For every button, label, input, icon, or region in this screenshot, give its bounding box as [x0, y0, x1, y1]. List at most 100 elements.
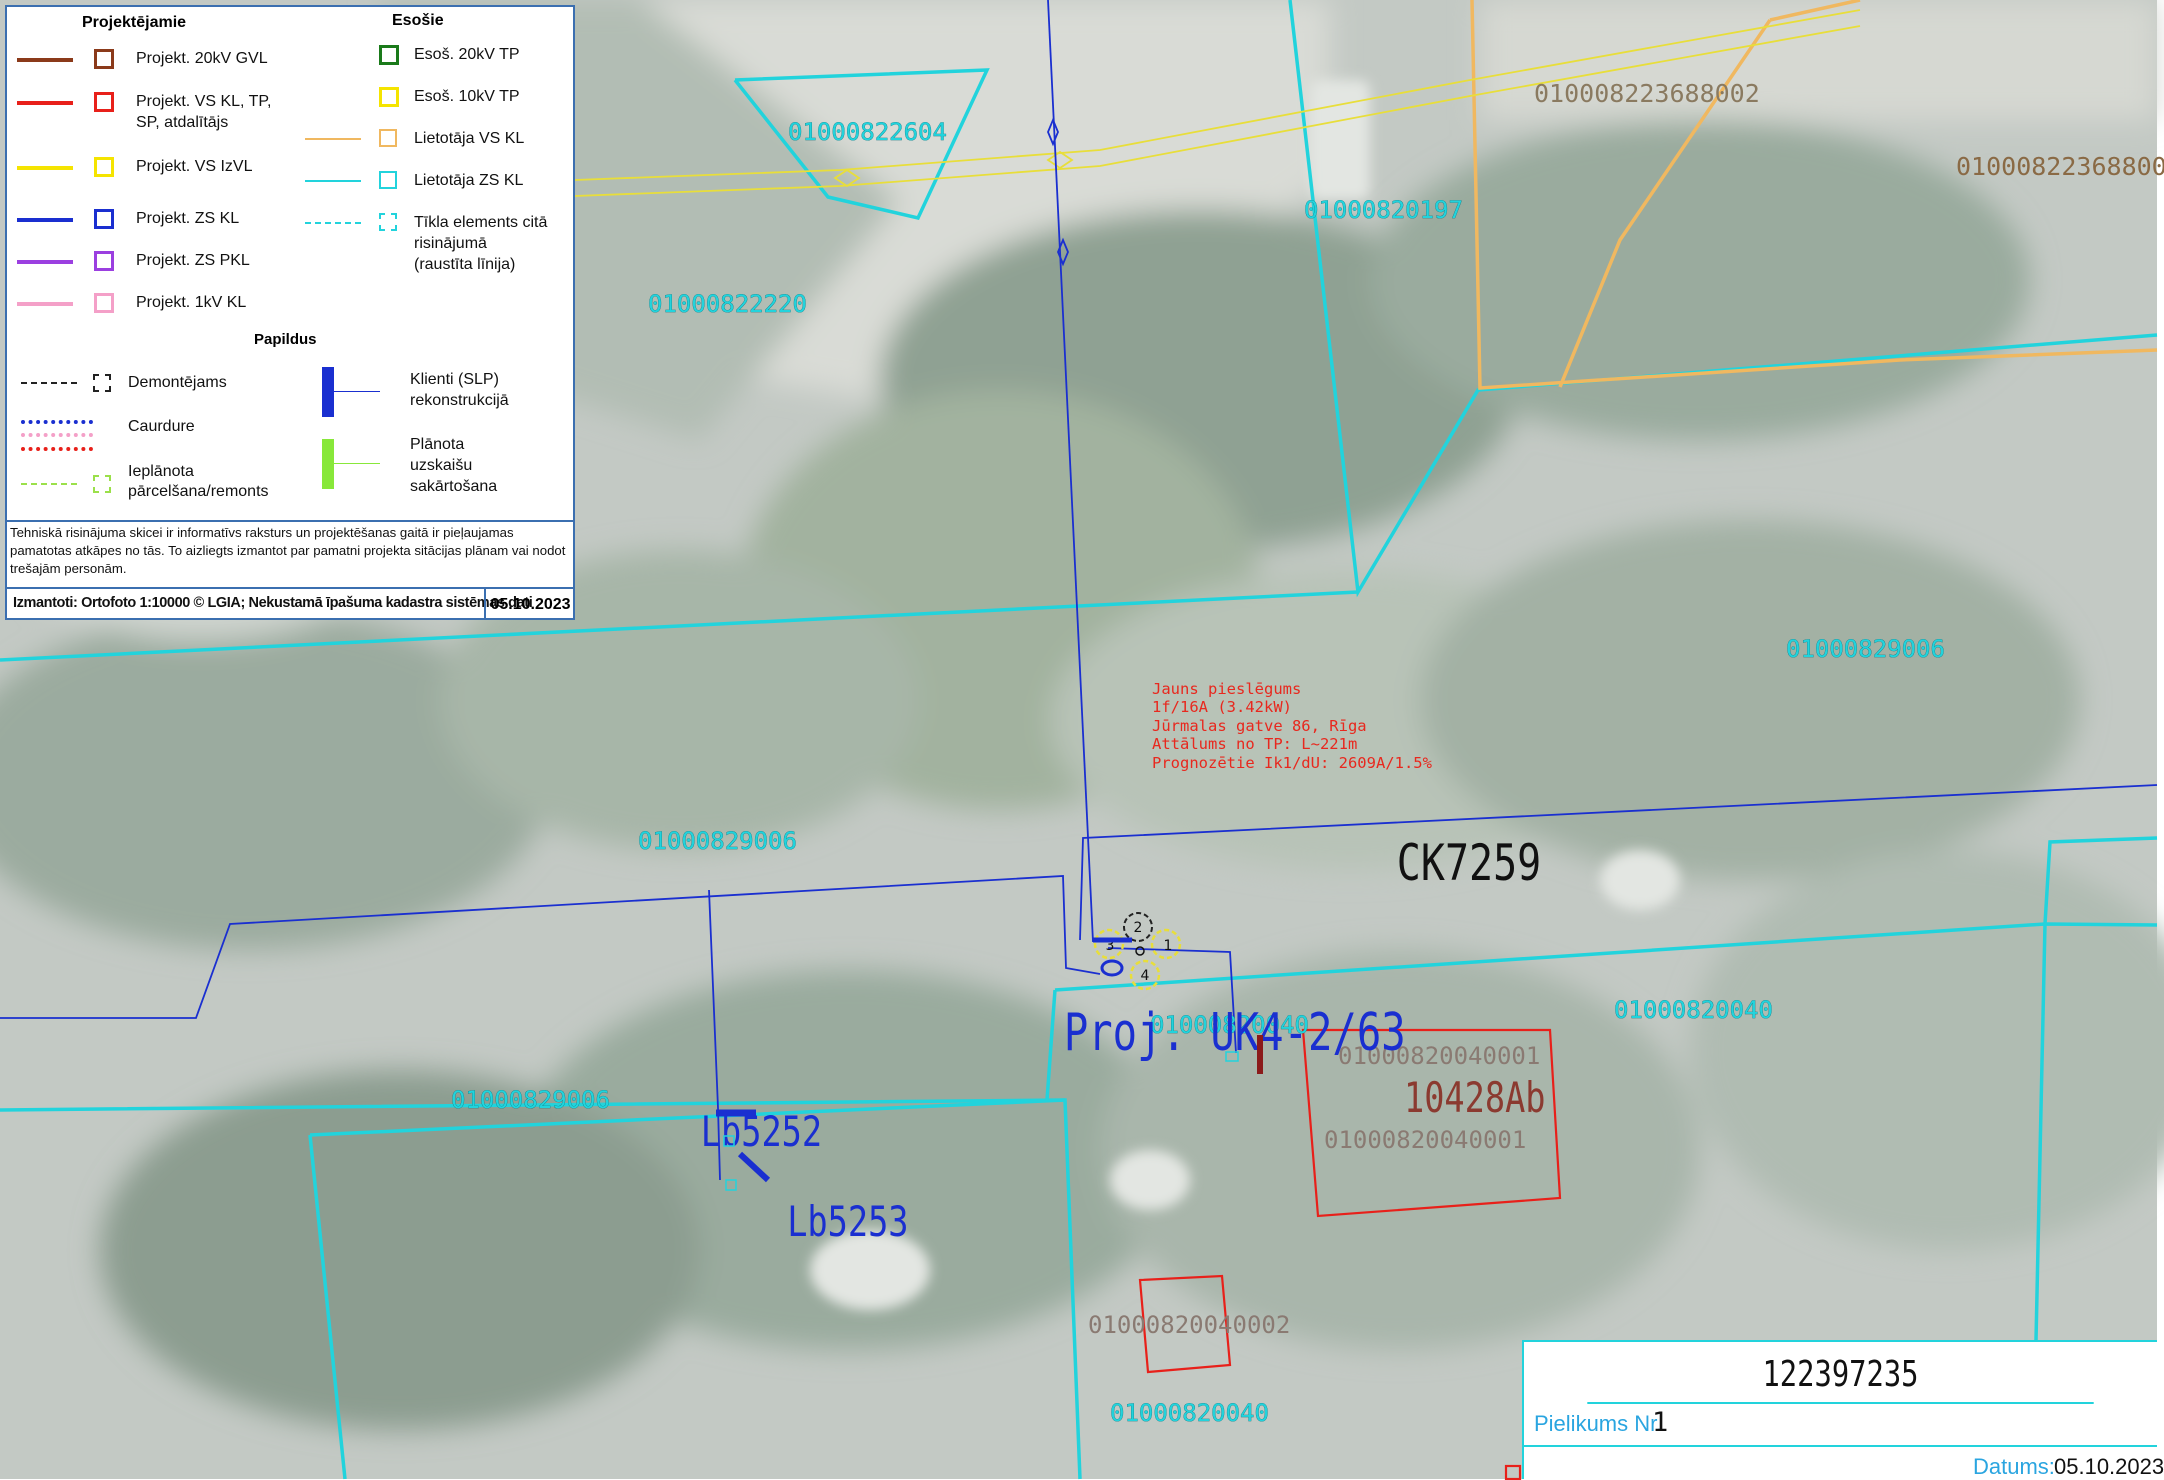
parcel-label: 01000820040	[1614, 996, 1773, 1024]
legend-label: Lietotāja VS KL	[414, 130, 525, 147]
legend-label: Projekt. ZS KL	[136, 210, 240, 227]
legend-box-swatch	[94, 209, 114, 229]
legend-label: Esoš. 10kV TP	[414, 88, 520, 105]
legend-date: 05.10.2023	[484, 589, 575, 620]
legend-line-swatch	[17, 218, 73, 222]
legend-box-swatch	[94, 293, 114, 313]
legend-line-swatch	[21, 447, 93, 451]
parcel-label: 01000822368800	[1956, 152, 2164, 181]
legend-box-swatch	[379, 213, 397, 231]
legend-line-swatch	[21, 382, 77, 384]
note-line: Prognozētie Ik1/dU: 2609A/1.5%	[1152, 754, 1433, 772]
legend-label: Projekt. VS IzVL	[136, 158, 253, 175]
parcel-label: 01000829006	[638, 827, 797, 855]
station-label: CK7259	[1397, 834, 1541, 893]
legend-line-swatch	[334, 391, 380, 392]
legend-label: Tīkla elements citā	[414, 214, 548, 231]
connection-note: Jauns pieslēgums 1f/16A (3.42kW) Jūrmala…	[1152, 680, 1433, 772]
parcel-label: 01000822220	[648, 290, 807, 318]
parcel-label: 010008223688002	[1534, 79, 1760, 108]
legend-label: Projekt. ZS PKL	[136, 252, 250, 269]
parcel-label: 01000820040	[1150, 1011, 1309, 1039]
building-label: 01000820040001	[1338, 1042, 1540, 1070]
legend-heading-additional: Papildus	[254, 331, 317, 348]
legend-label: Lietotāja ZS KL	[414, 172, 524, 189]
meter-label: 10428Ab	[1404, 1073, 1546, 1122]
legend-label: (raustīta līnija)	[414, 256, 516, 273]
legend-label: rekonstrukcijā	[410, 392, 509, 409]
legend-label: pārcelšana/remonts	[128, 483, 269, 500]
legend-box-swatch	[379, 87, 399, 107]
project-box-label: Proj. UK4-2/63	[1064, 1002, 1406, 1062]
legend-label: uzskaišu	[410, 457, 473, 474]
note-line: Jūrmalas gatve 86, Rīga	[1152, 717, 1367, 735]
document-number: 122397235	[1587, 1342, 2094, 1404]
annex-number: 1	[1652, 1407, 1669, 1438]
legend-box-swatch	[94, 92, 114, 112]
annex-row: Pielikums Nr. 1	[1524, 1402, 2157, 1447]
legend-label: Ieplānota	[128, 463, 194, 480]
legend-label: Projekt. 20kV GVL	[136, 50, 268, 67]
legend-label: Esoš. 20kV TP	[414, 46, 520, 63]
node-number: 2	[1134, 920, 1143, 936]
legend-label: Caurdure	[128, 418, 195, 435]
legend-box-swatch	[94, 49, 114, 69]
legend-line-swatch	[17, 101, 73, 105]
legend-label: sakārtošana	[410, 478, 498, 495]
parcel-label: 01000829006	[1786, 635, 1945, 663]
legend-label: risinājumā	[414, 235, 487, 252]
note-line: 1f/16A (3.42kW)	[1152, 698, 1292, 716]
user-vs-cable	[1470, 0, 2158, 390]
node-number: 3	[1106, 938, 1115, 954]
building-label: 01000820040001	[1324, 1126, 1526, 1154]
map-legend: Projektējamie Esošie Projekt. 20kV GVL P…	[5, 5, 575, 620]
parcel-label: 01000829006	[451, 1086, 610, 1114]
legend-line-swatch	[17, 58, 73, 62]
legend-box-swatch	[94, 157, 114, 177]
legend-label: Demontējams	[128, 374, 227, 391]
legend-line-swatch	[21, 420, 93, 424]
legend-label: Projekt. 1kV KL	[136, 294, 247, 311]
legend-box-swatch	[93, 475, 111, 493]
parcel-label: 01000820040	[1110, 1399, 1269, 1427]
document-date: 05.10.2023	[2054, 1454, 2164, 1479]
legend-heading-projected: Projektējamie	[82, 14, 187, 31]
legend-box-swatch	[379, 45, 399, 65]
legend-line-swatch	[17, 260, 73, 264]
parcel-label: 01000822604	[788, 118, 947, 146]
node-number: 1	[1164, 938, 1173, 954]
building-outlines	[1138, 1028, 1562, 1480]
legend-label: SP, atdalītājs	[136, 114, 229, 131]
legend-label: Projekt. VS KL, TP,	[136, 93, 272, 110]
legend-box-swatch	[379, 171, 397, 189]
legend-line-swatch	[17, 166, 73, 170]
title-block: 122397235 Pielikums Nr. 1 Datums: 05.10.…	[1522, 1340, 2164, 1479]
legend-line-swatch	[305, 138, 361, 140]
legend-heading-existing: Esošie	[392, 12, 444, 29]
legend-sources: Izmantoti: Ortofoto 1:10000 © LGIA; Neku…	[13, 595, 533, 611]
parcel-label: 01000820197	[1304, 196, 1463, 224]
legend-line-swatch	[17, 302, 73, 306]
legend-box-swatch	[379, 129, 397, 147]
legend-line-swatch	[305, 180, 361, 182]
annex-label: Pielikums Nr.	[1534, 1411, 1663, 1436]
legend-sources-row: Izmantoti: Ortofoto 1:10000 © LGIA; Neku…	[7, 587, 573, 620]
connection-node-cluster[interactable]: 1 2 3 4	[1093, 912, 1182, 991]
legend-line-swatch	[305, 222, 361, 224]
building-label: 01000820040002	[1088, 1311, 1290, 1339]
cabinet-symbols[interactable]	[716, 1035, 1263, 1191]
projected-zs-cable	[0, 0, 2158, 1181]
legend-box-swatch	[93, 374, 111, 392]
legend-line-swatch	[21, 483, 77, 485]
legend-disclaimer: Tehniskā risinājuma skicei ir informatīv…	[7, 520, 573, 580]
legend-client-swatch	[322, 367, 334, 417]
box-label: Lb5253	[787, 1197, 908, 1246]
legend-box-swatch	[94, 251, 114, 271]
legend-fix-swatch	[322, 439, 334, 489]
building-number-labels: 01000820040001 01000820040001 0100082004…	[1088, 1042, 1540, 1339]
note-line: Jauns pieslēgums	[1152, 680, 1301, 698]
node-number: 4	[1141, 968, 1150, 984]
legend-line-swatch	[334, 463, 380, 464]
legend-label: Plānota	[410, 436, 465, 453]
